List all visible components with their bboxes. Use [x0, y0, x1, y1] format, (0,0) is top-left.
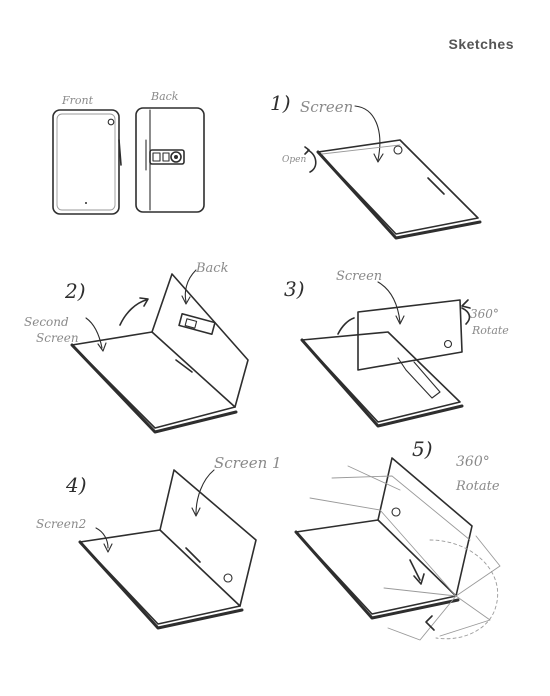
label-360-rotate-3a: 360°: [470, 307, 499, 321]
step-1-number: 1): [270, 91, 291, 115]
step-5-number: 5): [412, 437, 433, 461]
label-360-rotate-5a: 360°: [456, 454, 490, 470]
label-screen-1: Screen: [300, 98, 353, 116]
step-3-number: 3): [284, 277, 305, 301]
label-360-rotate-5b: Rotate: [455, 479, 500, 494]
label-back-2: Back: [195, 261, 229, 276]
sketch-step-5: 5) 360° Rotate: [294, 437, 501, 641]
sketch-back-view: Back: [135, 90, 205, 213]
sketch-front-view: Front: [52, 94, 122, 215]
sketch-step-4: 4) Screen2 Screen 1: [36, 454, 282, 630]
sketch-step-2: 2) Second Screen Back: [24, 261, 249, 434]
label-second-screen-1: Second: [24, 315, 69, 329]
page-title: Sketches: [448, 36, 514, 52]
label-360-rotate-3b: Rotate: [471, 324, 509, 337]
label-screen-3: Screen: [336, 269, 382, 284]
label-screen2: Screen2: [36, 517, 86, 531]
label-screen-1-step4: Screen 1: [214, 454, 282, 472]
label-open: Open: [282, 155, 306, 165]
step-2-number: 2): [64, 279, 86, 303]
label-front: Front: [61, 94, 94, 107]
label-second-screen-2: Screen: [36, 331, 79, 345]
step-4-number: 4): [65, 473, 87, 497]
sketch-step-1: 1) Screen Open: [270, 91, 482, 240]
label-back: Back: [150, 90, 179, 103]
sketch-step-3: 3) Screen 360° Rotate: [284, 269, 509, 428]
